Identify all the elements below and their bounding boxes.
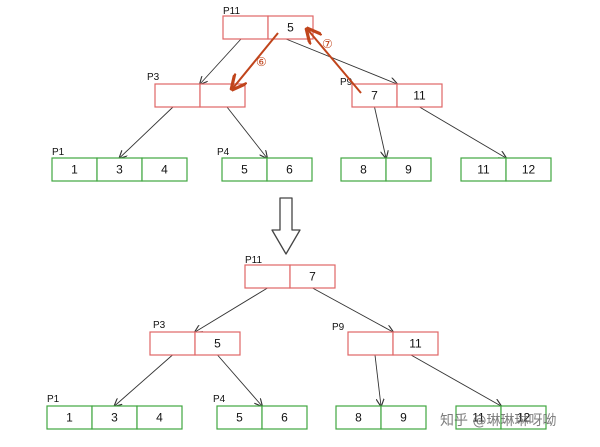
key-value: 6 (286, 163, 293, 177)
node-label: P11 (245, 255, 262, 266)
key-value: 7 (371, 89, 378, 103)
tree-edge (410, 354, 501, 406)
key-value: 11 (413, 89, 426, 103)
tree-edge (120, 106, 174, 158)
bottom-tree-node-leaf-11-12: 11 12 (455, 405, 547, 430)
key-value: 5 (214, 337, 221, 351)
key-value: 7 (309, 270, 316, 284)
key-value: 9 (400, 411, 407, 425)
key-value: 5 (236, 411, 243, 425)
key-value: 5 (287, 21, 294, 35)
node-label: P9 (332, 322, 345, 333)
key-value: 3 (111, 411, 118, 425)
top-tree-node-p3: P3 (147, 72, 246, 108)
tree-edge (115, 354, 173, 406)
node-label: P4 (213, 394, 226, 405)
key-cell (136, 405, 183, 430)
key-value: 11 (477, 163, 490, 177)
watermark: 知乎 @琳琳琳呀呦 (440, 413, 557, 429)
key-cell (347, 331, 394, 356)
transition-arrow-icon (271, 197, 301, 255)
top-tree-node-p1: 1 3 4 P1 (51, 147, 188, 182)
key-cell (199, 83, 246, 108)
key-value: 1 (71, 163, 78, 177)
top-tree-node-leaf-11-12: 11 12 (460, 157, 552, 182)
tree-edge (195, 287, 268, 332)
key-cell (149, 331, 196, 356)
key-value: 12 (522, 163, 536, 177)
key-cell (392, 331, 439, 356)
tree-edge (312, 287, 394, 332)
bottom-tree-node-p9: 11 P9 (332, 322, 439, 356)
bottom-tree-node-p1: 1 3 4 P1 (46, 394, 183, 430)
step-6-marker: ⑥ (256, 55, 267, 69)
key-value: 11 (472, 411, 485, 425)
node-label: P9 (340, 77, 353, 88)
key-cell (505, 157, 552, 182)
key-cell (500, 405, 547, 430)
key-value: 3 (116, 163, 123, 177)
top-tree-node-p9: 7 11 P9 (340, 77, 443, 108)
key-cell (261, 405, 308, 430)
key-value: 12 (517, 411, 531, 425)
tree-edge (217, 354, 263, 406)
key-cell (222, 15, 269, 40)
step-6-arrow (233, 32, 279, 88)
node-label: P1 (52, 147, 65, 158)
key-cell (385, 157, 432, 182)
key-value: 8 (355, 411, 362, 425)
top-tree-node-p11: 5 P11 (222, 6, 314, 40)
key-value: 1 (66, 411, 73, 425)
node-label: P3 (147, 72, 160, 83)
bottom-tree-node-p4: 5 6 P4 (213, 394, 308, 430)
node-label: P11 (223, 6, 240, 17)
key-value: 11 (409, 337, 422, 351)
node-label: P4 (217, 147, 230, 158)
tree-edge (226, 106, 267, 158)
node-label: P1 (47, 394, 60, 405)
tree-edge (285, 38, 397, 84)
key-cell (244, 264, 291, 289)
key-cell (266, 157, 313, 182)
key-cell (141, 157, 188, 182)
node-label: P3 (153, 320, 166, 331)
key-cell (396, 83, 443, 108)
bottom-tree-node-p3: 5 P3 (149, 320, 241, 356)
key-cell (380, 405, 427, 430)
tree-edge (419, 106, 507, 158)
step-7-marker: ⑦ (322, 37, 333, 51)
key-cell (194, 331, 241, 356)
key-value: 8 (360, 163, 367, 177)
key-value: 5 (241, 163, 248, 177)
tree-edge (374, 354, 381, 406)
top-tree-node-p4: 5 6 P4 (217, 147, 313, 182)
key-value: 4 (156, 411, 163, 425)
key-cell (289, 264, 336, 289)
tree-edge (200, 38, 242, 84)
tree-edge (374, 106, 387, 158)
key-value: 6 (281, 411, 288, 425)
key-cell (154, 83, 201, 108)
step-7-arrow (308, 30, 362, 94)
bottom-tree-node-p11: 7 P11 (244, 255, 336, 289)
key-value: 4 (161, 163, 168, 177)
key-value: 9 (405, 163, 412, 177)
